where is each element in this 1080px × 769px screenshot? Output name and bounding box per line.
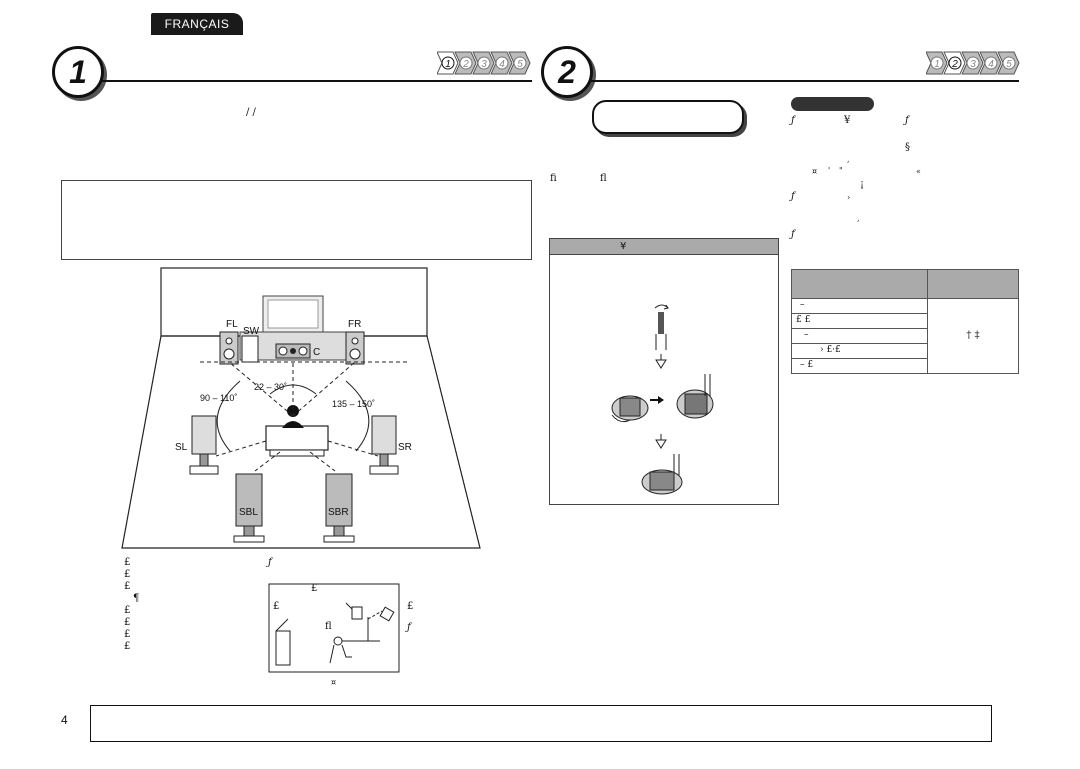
note-5: £ xyxy=(124,605,131,616)
line1-c: ƒ xyxy=(905,115,909,126)
surround-right-speaker-icon xyxy=(371,415,397,455)
note-3: £ xyxy=(124,581,131,592)
nav-step-label: 5 xyxy=(1006,59,1012,70)
height-left: £ xyxy=(273,601,280,612)
nav-step-circle xyxy=(966,56,980,70)
note-6: £ xyxy=(124,617,131,628)
line4-c: " xyxy=(839,166,843,175)
line3-a: ¸ xyxy=(846,154,850,163)
label-c: C xyxy=(313,347,321,358)
line2-a: § xyxy=(905,142,910,153)
step-number-1: 1 xyxy=(52,46,104,98)
nav-step-label: 5 xyxy=(517,59,523,70)
label-sbr: SBR xyxy=(328,507,349,518)
height-fl: ﬂ xyxy=(325,621,332,632)
nav-step-circle xyxy=(1002,56,1016,70)
nav-step-label: 3 xyxy=(970,59,976,70)
angle-right-side: 135 – 150˚ xyxy=(332,399,376,409)
nav-step-label: 3 xyxy=(481,59,487,70)
nav-step-label: 2 xyxy=(462,59,469,70)
note-8: £ xyxy=(124,641,131,652)
section-heading-pill xyxy=(791,97,874,111)
height-bottom: ¤ xyxy=(331,678,337,687)
nav-step-circle xyxy=(948,56,962,70)
surround-back-right-speaker-icon xyxy=(325,473,353,527)
table-merged-cell: † ‡ xyxy=(966,330,980,341)
table-row-2: £ £ xyxy=(792,314,927,329)
note-2: £ xyxy=(124,569,131,580)
step1-note-box xyxy=(61,180,532,260)
note-4: ¶ xyxy=(133,593,140,604)
table-row-4: › £·£ xyxy=(792,344,927,359)
connection-panel-header: ¥ xyxy=(550,239,778,255)
nav-step-circle xyxy=(984,56,998,70)
height-diagram xyxy=(268,583,400,673)
page-number: 4 xyxy=(61,713,68,727)
label-fl: FL xyxy=(226,319,238,330)
speaker-layout-diagram xyxy=(121,267,481,549)
nav-step-label: 1 xyxy=(934,59,940,70)
nav-step-circle xyxy=(930,56,944,70)
surround-back-left-speaker-icon xyxy=(235,473,263,527)
angle-left-side: 90 – 110˚ xyxy=(200,393,238,403)
line8-a: ƒ xyxy=(791,229,795,240)
height-top: £ xyxy=(311,583,318,594)
step1-rule xyxy=(100,80,532,82)
line4-a: ¤ xyxy=(812,167,818,176)
step2-title-pill xyxy=(592,100,744,134)
connection-panel: ¥ xyxy=(549,238,779,505)
step1-path-text: / / xyxy=(246,107,256,118)
nav-step-circle xyxy=(441,56,455,70)
label-sw: SW xyxy=(243,326,260,337)
line4-b: ' xyxy=(828,166,831,175)
line7-a: ¸ xyxy=(856,213,860,222)
nav-step-label: 4 xyxy=(988,59,994,70)
line6-b: › xyxy=(847,193,851,202)
line6-a: ƒ xyxy=(791,191,795,202)
line1-b: ¥ xyxy=(844,115,851,126)
surround-left-speaker-icon xyxy=(191,415,217,455)
step2-fi: ﬁ xyxy=(550,173,557,184)
note-1: £ xyxy=(124,557,131,568)
table-row-3: – xyxy=(792,329,927,344)
angle-front: 22 – 30˚ xyxy=(254,382,288,392)
table-row-5: – £ xyxy=(800,360,814,370)
nav-step-circle xyxy=(477,56,491,70)
label-fr: FR xyxy=(348,319,362,330)
nav-step-circle xyxy=(513,56,527,70)
note-7: £ xyxy=(124,629,131,640)
step-number-2: 2 xyxy=(541,46,593,98)
nav-step-circle xyxy=(495,56,509,70)
line5-a: ¡ xyxy=(860,179,865,190)
height-f: ƒ xyxy=(407,622,411,633)
nav-step-circle xyxy=(459,56,473,70)
label-sr: SR xyxy=(398,442,412,453)
note-f: ƒ xyxy=(268,557,272,568)
label-sbl: SBL xyxy=(239,507,258,518)
cable-connection-illustration xyxy=(611,304,714,495)
subwoofer-icon xyxy=(241,335,259,363)
step2-fl: ﬂ xyxy=(600,173,607,184)
footer-box xyxy=(90,705,992,742)
language-tab: FRANÇAIS xyxy=(151,13,243,35)
nav-step-label: 1 xyxy=(445,59,451,70)
nav-step-label: 2 xyxy=(951,59,958,70)
nav-step-label: 4 xyxy=(499,59,505,70)
step2-rule xyxy=(589,80,1019,82)
line4-d: « xyxy=(916,167,921,176)
table-row-1: – xyxy=(792,299,927,314)
label-sl: SL xyxy=(175,442,188,453)
line1-a: ƒ xyxy=(791,115,795,126)
height-right: £ xyxy=(407,601,414,612)
speaker-impedance-table: – £ £ – › £·£ – £ † ‡ xyxy=(791,269,1019,374)
